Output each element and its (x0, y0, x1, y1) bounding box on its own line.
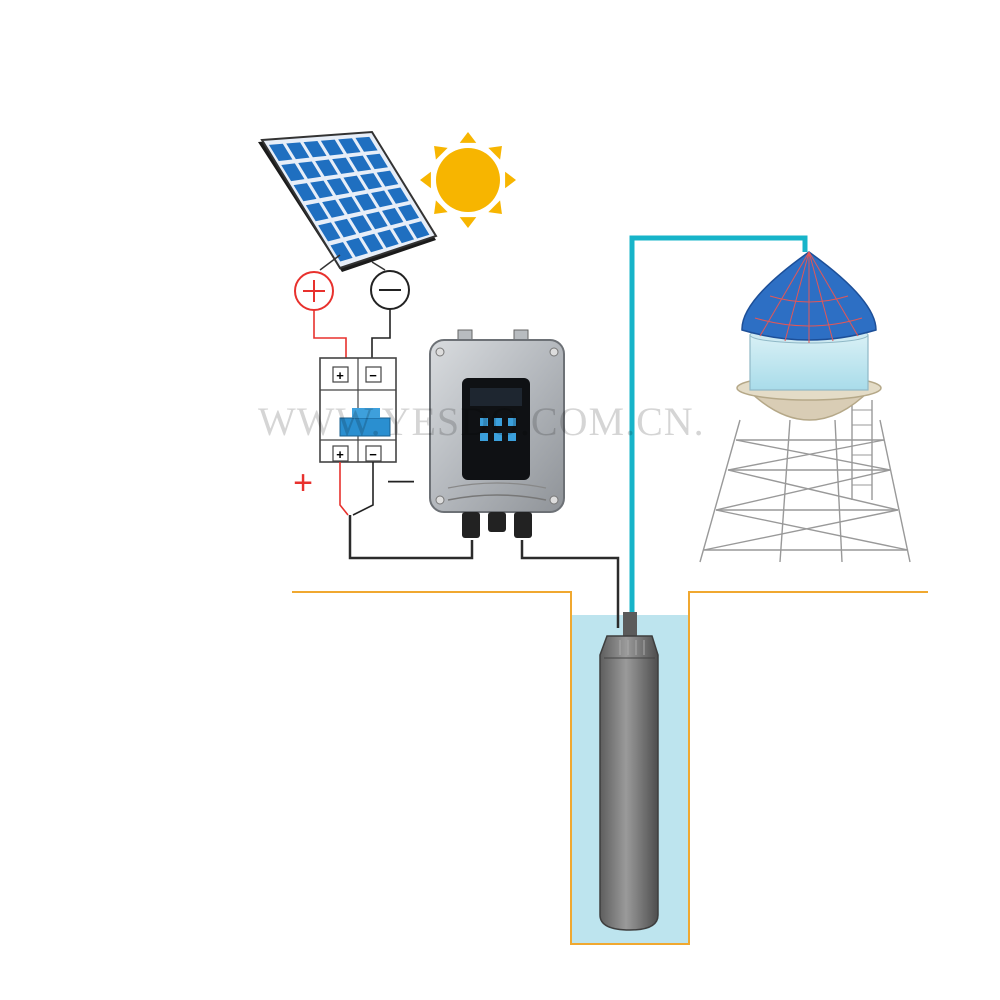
dc-breaker-icon: + − + − (319, 357, 397, 463)
solar-cell (346, 237, 368, 257)
solar-cell (315, 159, 338, 177)
negative-wire-bottom (352, 462, 374, 516)
solar-cell (338, 196, 361, 215)
solar-cell (332, 157, 355, 174)
solar-cell (286, 142, 310, 160)
solar-cell (360, 173, 382, 190)
solar-cell (305, 202, 329, 222)
solar-cell (371, 190, 393, 208)
panel-negative-terminal (370, 270, 410, 310)
breaker-minus-bottom: − (369, 447, 377, 462)
ground-line (292, 591, 928, 945)
solar-cell (349, 155, 372, 172)
solar-cell (343, 175, 366, 193)
breaker-plus-top: + (336, 368, 344, 383)
breaker-minus-top: − (369, 368, 377, 383)
solar-cell (281, 163, 305, 182)
solar-cell (355, 136, 378, 152)
positive-wire-label: + (293, 464, 313, 502)
solar-panel-icon (258, 130, 438, 272)
solar-cell (338, 138, 361, 154)
pump-controller-icon (429, 329, 565, 538)
solar-cell (366, 153, 388, 170)
solar-cell (382, 207, 404, 226)
sun-ray (488, 146, 502, 160)
negative-wire-label: — (388, 464, 414, 494)
solar-cell (376, 170, 399, 187)
breaker-plus-bottom: + (336, 447, 344, 462)
positive-wire-bottom (339, 462, 349, 516)
water-tower-icon (699, 251, 911, 563)
sun-ray (459, 132, 477, 143)
sun-ray (459, 217, 477, 228)
solar-cell (298, 161, 322, 179)
sun-ray (505, 171, 516, 189)
water-pipe (629, 235, 808, 628)
solar-cell (268, 143, 293, 161)
solar-cell (293, 183, 317, 202)
solar-cell (326, 178, 350, 196)
solar-cell (387, 187, 409, 204)
sun-ray (434, 200, 448, 214)
submersible-pump-icon (599, 612, 659, 931)
panel-positive-terminal (294, 271, 334, 311)
panel-to-panel-link (319, 254, 341, 271)
dc-input-cable (348, 515, 474, 560)
solar-cell (366, 211, 388, 230)
solar-cell (330, 242, 353, 262)
sun-ray (420, 171, 431, 189)
solar-cell (392, 225, 415, 244)
solar-cell (354, 193, 377, 211)
solar-cell (310, 180, 333, 199)
sun-ray (434, 146, 448, 160)
sun-icon (420, 132, 516, 228)
solar-cell (377, 229, 399, 248)
solar-cell (361, 233, 384, 253)
solar-cell (334, 218, 357, 238)
positive-wire-top (313, 310, 347, 362)
negative-wire-top (371, 309, 391, 362)
solar-cell (322, 199, 345, 218)
solar-cell (320, 139, 344, 156)
solar-cell (397, 204, 420, 222)
panel-to-panel-link-2 (371, 261, 386, 271)
solar-cell (303, 140, 327, 158)
solar-cell (350, 215, 372, 234)
sun-ray (488, 200, 502, 214)
pump-power-cable (520, 540, 620, 628)
solar-cell (408, 221, 430, 239)
solar-cell (318, 222, 341, 242)
